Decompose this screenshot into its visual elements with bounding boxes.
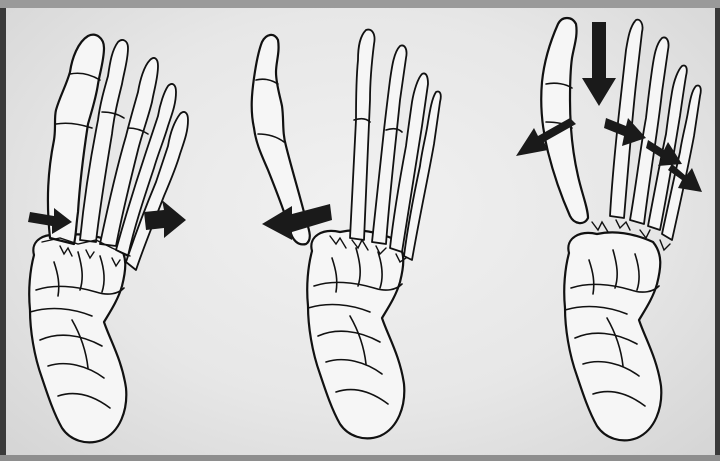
arrow-downward-icon xyxy=(582,22,616,106)
foot-panel-middle xyxy=(252,30,441,439)
second-ray xyxy=(350,30,375,240)
foot-panel-right xyxy=(516,18,702,440)
hindfoot-bones xyxy=(564,232,661,440)
displaced-first-ray xyxy=(541,18,588,223)
hindfoot-bones xyxy=(307,230,404,438)
hindfoot-bones xyxy=(29,234,126,442)
foot-panel-left xyxy=(28,35,188,443)
